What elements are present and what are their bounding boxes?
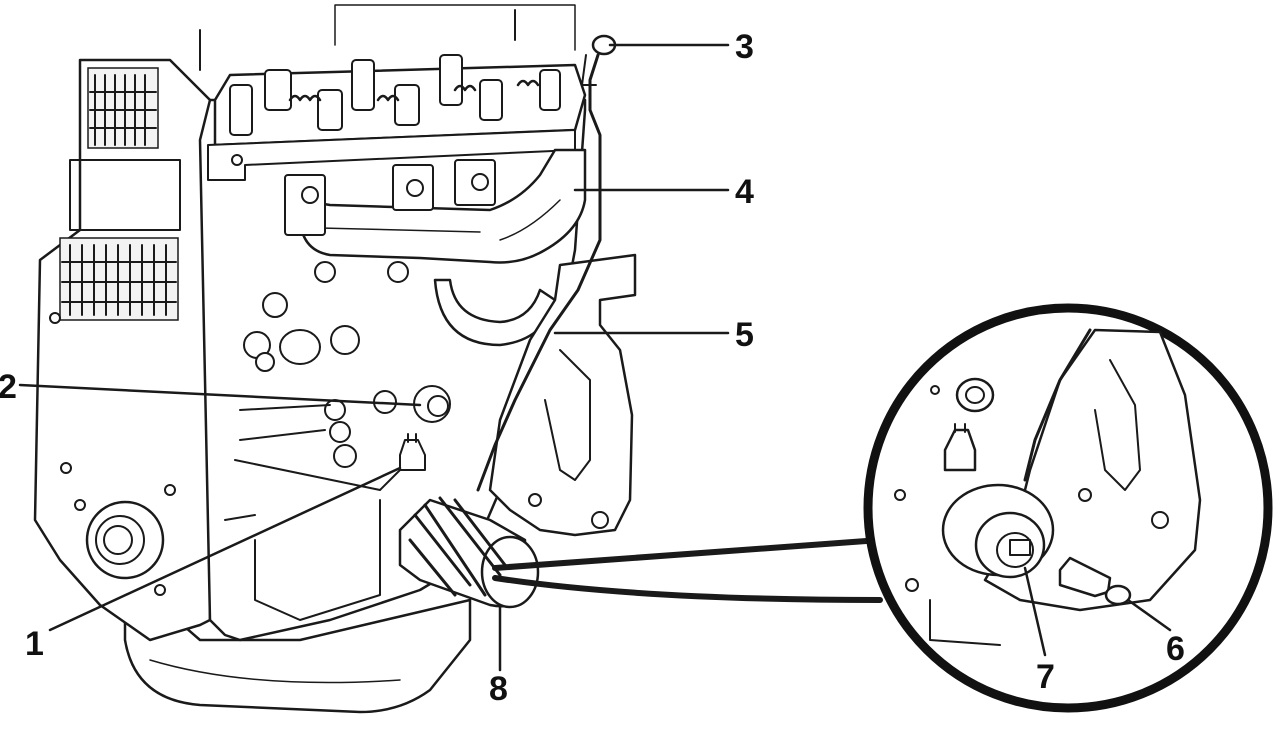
- dipstick: [476, 34, 617, 492]
- mounting-bracket: [488, 253, 637, 537]
- cover-grille-top: [87, 67, 159, 149]
- crank-pulley: [85, 500, 165, 580]
- callout-4: 4: [735, 173, 754, 211]
- detail-magnifier: [492, 303, 1273, 713]
- cover-grille-mid: [59, 237, 179, 321]
- leader-lines: [18, 43, 1172, 672]
- callout-8: 8: [489, 670, 508, 708]
- intake-tube: [298, 148, 587, 264]
- callout-7: 7: [1036, 658, 1055, 696]
- callout-2: 2: [0, 368, 17, 406]
- callout-3: 3: [735, 28, 754, 66]
- callout-labels: 1 2 3 4 5 6 7 8: [0, 28, 1185, 708]
- callout-5: 5: [735, 316, 754, 354]
- cylinder-head: [199, 4, 587, 147]
- callout-6: 6: [1166, 630, 1185, 668]
- engine-block-illustration: [33, 4, 637, 714]
- detail-view-contents: [894, 328, 1202, 646]
- union-fitting: [1058, 556, 1132, 606]
- callout-1: 1: [25, 625, 44, 663]
